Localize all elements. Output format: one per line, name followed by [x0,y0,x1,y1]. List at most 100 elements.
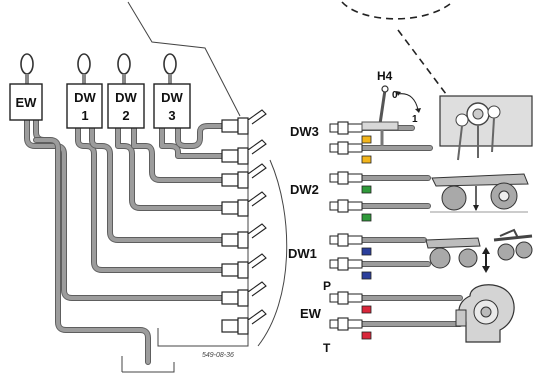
coupler-dustcap-1 [247,109,267,125]
port-label-p: P [323,279,331,293]
coupler-dustcap-2 [247,139,267,155]
coupler-collar-8 [237,317,249,335]
hose-4 [90,126,228,242]
plug-body-1 [347,123,363,133]
plug-tip-8 [329,319,339,329]
coupler-collar-4 [237,199,249,217]
coupler-body-8 [221,319,239,333]
color-marker-2 [361,155,372,164]
group-label-dw2: DW2 [290,182,319,197]
group-label-dw1: DW1 [288,246,317,261]
coupler-dustcap-6 [247,253,267,269]
dw2-trailer-wheels-icon [430,173,529,213]
coupler-body-7 [221,291,239,305]
valve-dw2-label: DW [115,90,137,105]
valve-dw1-number: 1 [81,108,88,123]
valve-dw2: DW 2 [107,53,145,129]
lever-h4-label: H4 [377,69,393,83]
coupler-2 [221,139,267,165]
lever-h4-pos-0: 0 [392,90,398,101]
valve-ew-label: EW [16,95,38,110]
coupler-body-5 [221,233,239,247]
plug-body-8 [347,319,363,329]
plug-nut-4 [337,199,349,213]
color-marker-1 [361,135,372,144]
coupler-collar-6 [237,261,249,279]
hose-5 [116,126,228,210]
coupler-body-2 [221,149,239,163]
coupler-dustcap-7 [247,281,267,297]
implement-plug-8 [329,317,372,340]
plug-body-5 [347,235,363,245]
implement-plug-6 [329,257,372,280]
plug-nut-7 [337,291,349,305]
coupler-dustcap-5 [247,223,267,239]
plug-tip-6 [329,259,339,269]
implement-plug-4 [329,199,372,222]
dw3-marker-drum-icon [439,95,533,161]
plug-nut-8 [337,317,349,331]
plug-body-6 [347,259,363,269]
valve-block: EW DW 1 DW 2 DW 3 [9,53,191,129]
detail-callout-arc [341,1,453,103]
coupler-collar-2 [237,147,249,165]
port-label-t: T [323,341,331,355]
tractor-couplers [221,109,267,335]
coupler-1 [221,109,267,135]
color-marker-7 [361,305,372,314]
plug-tip-2 [329,143,339,153]
lever-h4-pos-1: 1 [412,114,418,125]
color-marker-3 [361,185,372,194]
coupler-body-6 [221,263,239,277]
group-label-dw3: DW3 [290,124,319,139]
coupler-5 [221,223,267,249]
plug-nut-6 [337,257,349,271]
implement-plug-2 [329,141,372,164]
plug-body-7 [347,293,363,303]
coupler-collar-1 [237,117,249,135]
valve-dw2-number: 2 [122,108,129,123]
plug-body-4 [347,201,363,211]
hose-1 [25,118,228,300]
implement-plug-5 [329,233,372,256]
color-marker-5 [361,247,372,256]
hose-6 [132,126,228,182]
group-label-ew: EW [300,306,322,321]
coupler-collar-5 [237,231,249,249]
color-marker-6 [361,271,372,280]
coupler-body-3 [221,173,239,187]
coupler-body-1 [221,119,239,133]
dw1-harrow-wheels-icon [425,228,533,273]
valve-ew: EW [9,53,43,121]
plug-body-2 [347,143,363,153]
hose-outline-7 [159,125,229,159]
hose-7 [160,126,228,158]
coupler-4 [221,191,267,217]
coupler-collar-3 [237,171,249,189]
plug-tip-7 [329,293,339,303]
coupler-body-4 [221,201,239,215]
coupler-8 [221,309,267,335]
coupler-dustcap-3 [247,163,267,179]
implement-plugs [329,121,372,340]
plug-nut-2 [337,141,349,155]
hose-9 [34,138,150,364]
lever-h4: H4 0 1 [361,69,421,146]
hose-8 [176,124,228,148]
plug-body-3 [347,173,363,183]
plug-tip-3 [329,173,339,183]
plug-nut-3 [337,171,349,185]
valve-dw3-number: 3 [168,108,175,123]
coupler-dustcap-4 [247,191,267,207]
coupler-7 [221,281,267,307]
valve-dw1: DW 1 [66,53,103,129]
color-marker-8 [361,331,372,340]
plug-nut-5 [337,233,349,247]
valve-dw3-label: DW [161,90,183,105]
ew-blower-fan-icon [455,284,515,343]
coupler-6 [221,253,267,279]
coupler-collar-7 [237,289,249,307]
color-marker-4 [361,213,372,222]
plug-tip-4 [329,201,339,211]
coupler-3 [221,163,267,189]
